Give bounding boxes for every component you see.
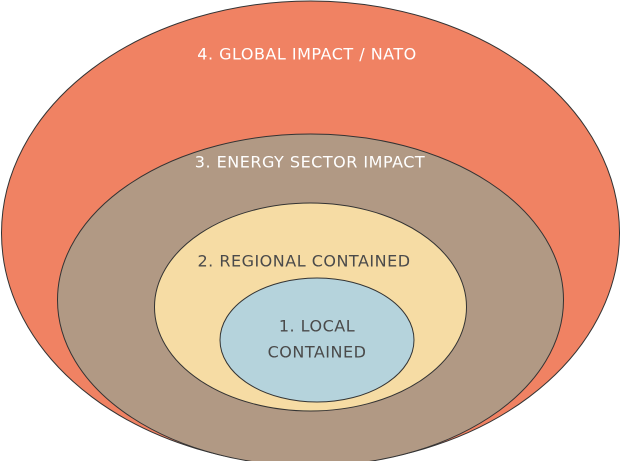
level-1-label-line1: 1. LOCAL [279,317,355,336]
level-1-label-line2: CONTAINED [268,343,367,362]
level-3-label: 3. ENERGY SECTOR IMPACT [195,153,425,172]
level-4-label: 4. GLOBAL IMPACT / NATO [197,45,416,64]
level-2-label: 2. REGIONAL CONTAINED [197,252,410,271]
level-1-ellipse [219,277,415,403]
